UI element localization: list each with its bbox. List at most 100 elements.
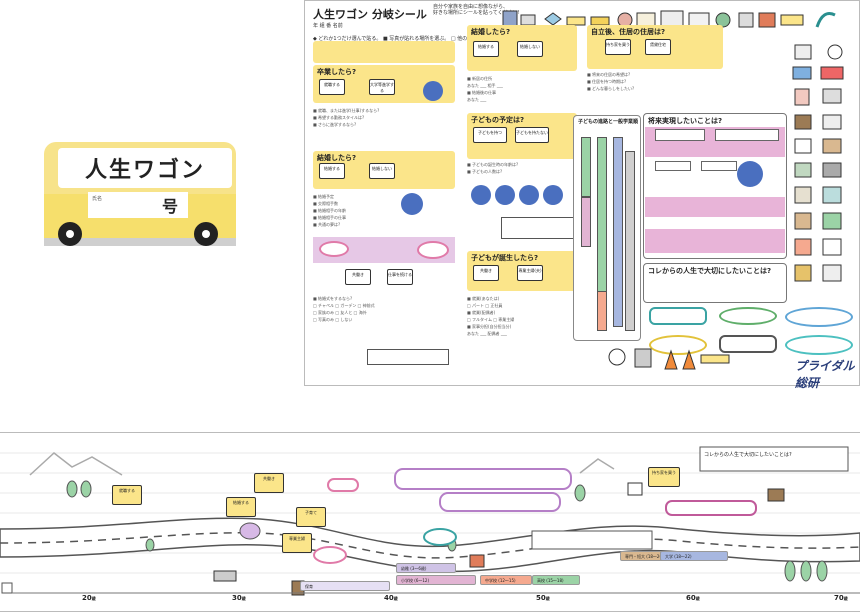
timeline-sign[interactable]: 専業主婦	[282, 533, 312, 553]
future-input[interactable]	[701, 161, 737, 171]
birth-lines: ■ 就業(あなたは)□ パート □ 正社員■ 就業(配偶者)□ フルタイム □ …	[467, 296, 515, 336]
age-value: 30	[232, 594, 242, 602]
sticker-column[interactable]	[791, 41, 857, 303]
house-lines: ■ 将来の住居の希望は?■ 住居を持つ時期は?■ どんな暮らしをしたい?	[587, 72, 635, 91]
sheet-subtitle-line: 好きな場所にシールを貼ってください!	[433, 10, 520, 16]
marriage-detail-lines: ■ 結婚式をするなら?□ チャペル □ ガーデン □ 神前式□ 家族のみ □ 友…	[313, 296, 375, 322]
bus-title: 人生ワゴン	[84, 158, 205, 183]
kids-school-title: 子どもの進路と一般学業順	[578, 119, 639, 125]
age-unit: 歳	[91, 596, 96, 601]
age-unit: 歳	[695, 596, 700, 601]
speech-bubble[interactable]	[785, 335, 853, 355]
bus-illustration: 人生ワゴン 氏名 号	[44, 142, 236, 254]
age-value: 50	[536, 594, 546, 602]
pin-sticker[interactable]	[737, 161, 763, 187]
age-unit: 歳	[393, 596, 398, 601]
school-bar: 幼稚 (3〜6歳)	[396, 563, 456, 573]
sign-work[interactable]: 仕事を続ける	[387, 269, 413, 285]
school-bar-grey	[625, 151, 635, 331]
sign-job-b[interactable]: 大学等進学する	[369, 79, 395, 95]
timeline-sign[interactable]: 共働き	[254, 473, 284, 493]
bus-number-label: 氏名	[92, 196, 103, 202]
school-bar: 保育	[300, 581, 390, 591]
age-unit: 歳	[843, 596, 848, 601]
sheet-subtitle-line: 自分や家族を自由に想像ながら、	[433, 4, 509, 10]
age-unit: 歳	[545, 596, 550, 601]
marriage-after-title: 結婚したら?	[471, 28, 511, 36]
speech-bubble[interactable]	[649, 335, 707, 355]
house-card-title: 自立後、住居の住居は?	[591, 28, 666, 36]
age-value: 60	[686, 594, 696, 602]
future-pink-row	[645, 197, 785, 217]
age-value: 40	[384, 594, 394, 602]
sign-status[interactable]: 共働き	[345, 269, 371, 285]
future-input[interactable]	[655, 129, 705, 141]
speech-bubble[interactable]	[785, 307, 853, 327]
future-title: 将来実現したいことは?	[648, 117, 723, 125]
sign-marry-b[interactable]: 結婚しない	[369, 163, 395, 179]
speech-bubble[interactable]	[719, 307, 777, 325]
sign-house-b[interactable]: 賃貸住宅	[645, 39, 671, 55]
bus-number-suffix: 号	[161, 197, 178, 216]
school-bar-pink	[581, 197, 591, 247]
bus-number-plate[interactable]: 氏名 号	[88, 192, 188, 218]
timeline-art	[0, 446, 860, 596]
sign-birth-a[interactable]: 共働き	[473, 265, 499, 281]
age-tick: 70歳	[834, 594, 848, 602]
instructions: ◆ どれか1つだけ選んで貼る。 ■ 写真が貼れる場所を選ぶ。 □ 他のデコレーシ…	[313, 36, 503, 42]
wheel-icon	[194, 222, 218, 246]
speech-bubble[interactable]	[319, 241, 349, 257]
speech-bubble[interactable]	[719, 335, 777, 353]
child-input-box[interactable]	[501, 217, 577, 239]
school-bar: 小学校 (6〜12)	[396, 575, 476, 585]
bottom-icons	[608, 348, 730, 370]
timeline-sign[interactable]: 持ち家を買う	[648, 467, 680, 487]
timeline-sign[interactable]: 結婚する	[226, 497, 256, 517]
school-bar-blue	[613, 137, 623, 327]
job-question-lines: ■ 就職、または進学(仕事)するなら?■ 希望する勤務スタイルは?■ さらに進学…	[313, 108, 380, 127]
future-input[interactable]	[655, 161, 691, 171]
school-bar-green	[581, 137, 591, 197]
important-panel: コレからの人生で大切にしたいことは?	[643, 263, 787, 303]
sign-child-b[interactable]: 子どもを持たない	[515, 127, 549, 143]
sign-child-a[interactable]: 子どもを持つ	[473, 127, 507, 143]
life-timeline: 就職する 結婚する 共働き 子育て 専業主婦 持ち家を買う コレからの人生で大切…	[0, 432, 860, 612]
bus-title-plate: 人生ワゴン	[58, 148, 232, 188]
birth-card-title: 子どもが誕生したら?	[471, 254, 539, 262]
timeline-sign[interactable]: 子育て	[296, 507, 326, 527]
sign-house-a[interactable]: 持ち家を買う	[605, 39, 631, 55]
age-tick: 40歳	[384, 594, 398, 602]
school-bar: 高校 (15〜18)	[532, 575, 580, 585]
sticker-sheet: 人生ワゴン 分岐シール 自分や家族を自由に想像ながら、 好きな場所にシールを貼っ…	[304, 0, 860, 390]
speech-bubble[interactable]	[417, 241, 449, 259]
age-value: 20	[82, 594, 92, 602]
sign-house-a[interactable]: 結婚する	[473, 41, 499, 57]
pin-sticker[interactable]	[423, 81, 443, 101]
speech-bubble[interactable]	[649, 307, 707, 325]
bus-bumper	[44, 238, 236, 246]
school-bar-orange	[597, 291, 607, 331]
sign-house-b[interactable]: 結婚しない	[517, 41, 543, 57]
age-tick: 20歳	[82, 594, 96, 602]
brand-logo: プライダル総研	[795, 359, 855, 390]
wedding-input-box[interactable]	[367, 349, 449, 365]
sign-marry-a[interactable]: 結婚する	[319, 163, 345, 179]
future-input[interactable]	[715, 129, 779, 141]
child-count-lines: ■ 子どもの誕生時の年齢は?■ 子どもの人数は?	[467, 162, 519, 174]
age-tick: 30歳	[232, 594, 246, 602]
child-stickers[interactable]	[469, 181, 579, 213]
timeline-important-label: コレからの人生で大切にしたいことは?	[704, 452, 792, 458]
timeline-sign[interactable]: 就職する	[112, 485, 142, 505]
legend-box	[313, 41, 455, 63]
age-value: 70	[834, 594, 844, 602]
marriage-card-title: 結婚したら?	[317, 154, 357, 162]
sheet-title: 人生ワゴン 分岐シール	[313, 8, 427, 21]
sign-birth-b[interactable]: 専業主婦(夫)	[517, 265, 543, 281]
child-card-title: 子どもの予定は?	[471, 116, 525, 124]
wheel-icon	[58, 222, 82, 246]
pin-sticker[interactable]	[401, 193, 423, 215]
age-unit: 歳	[241, 596, 246, 601]
sign-job-a[interactable]: 就職する	[319, 79, 345, 95]
school-bar: 中学校 (12〜15)	[480, 575, 532, 585]
marriage-question-lines: ■ 結婚予定■ 交際相手数■ 結婚相手の年齢■ 結婚相手の仕事■ 共通の夢は?	[313, 194, 347, 227]
